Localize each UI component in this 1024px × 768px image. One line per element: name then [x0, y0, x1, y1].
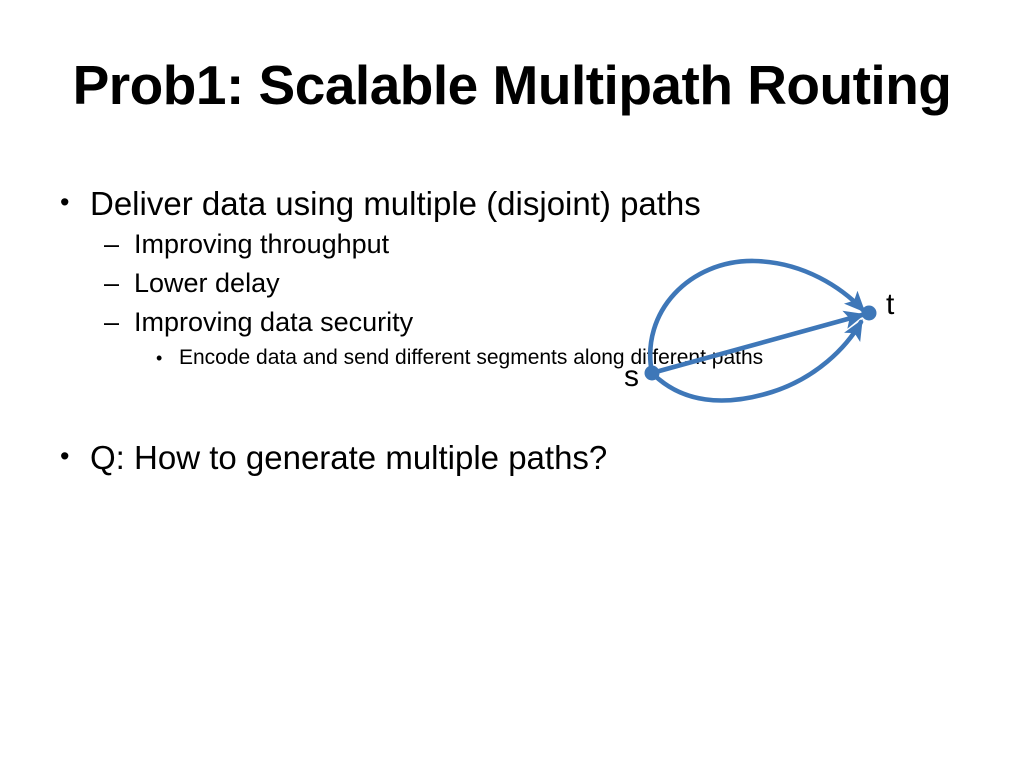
node-label-t: t	[886, 288, 895, 321]
slide-body-content: • Deliver data using multiple (disjoint)…	[60, 183, 960, 481]
page-title: Prob1: Scalable Multipath Routing	[72, 54, 952, 116]
bullet-text: Lower delay	[134, 267, 280, 298]
node-s	[644, 365, 660, 381]
bullet-level2-improving-data-security: – Improving data security	[104, 305, 960, 340]
bullet-level1-deliver-data: • Deliver data using multiple (disjoint)…	[60, 183, 960, 225]
dash-marker-icon: –	[104, 306, 120, 337]
bullet-text: Improving throughput	[134, 228, 390, 259]
bullet-text: Improving data security	[134, 306, 414, 337]
bullet-text: Deliver data using multiple (disjoint) p…	[90, 185, 701, 222]
bullet-text: Encode data and send different segments …	[179, 345, 764, 369]
bullet-marker-icon: •	[156, 347, 163, 368]
dash-marker-icon: –	[104, 228, 120, 259]
dash-marker-icon: –	[104, 267, 120, 298]
bullet-level2-lower-delay: – Lower delay	[104, 266, 960, 301]
edge-straight	[649, 310, 866, 376]
node-t	[861, 305, 877, 321]
bullet-level2-improving-throughput: – Improving throughput	[104, 227, 960, 262]
multipath-graph-diagram: s t	[604, 240, 934, 420]
multipath-graph-svg	[644, 258, 877, 403]
bullet-marker-icon: •	[60, 187, 70, 217]
bullet-text: Q: How to generate multiple paths?	[90, 439, 608, 477]
bullet-level3-encode-data: • Encode data and send different segment…	[156, 344, 960, 373]
bullet-level1-question: • Q: How to generate multiple paths?	[60, 437, 960, 479]
node-label-s: s	[624, 360, 639, 393]
edge-upper-arc	[648, 258, 866, 376]
bullet-marker-icon: •	[60, 441, 70, 472]
edge-lower-arc	[649, 319, 864, 403]
